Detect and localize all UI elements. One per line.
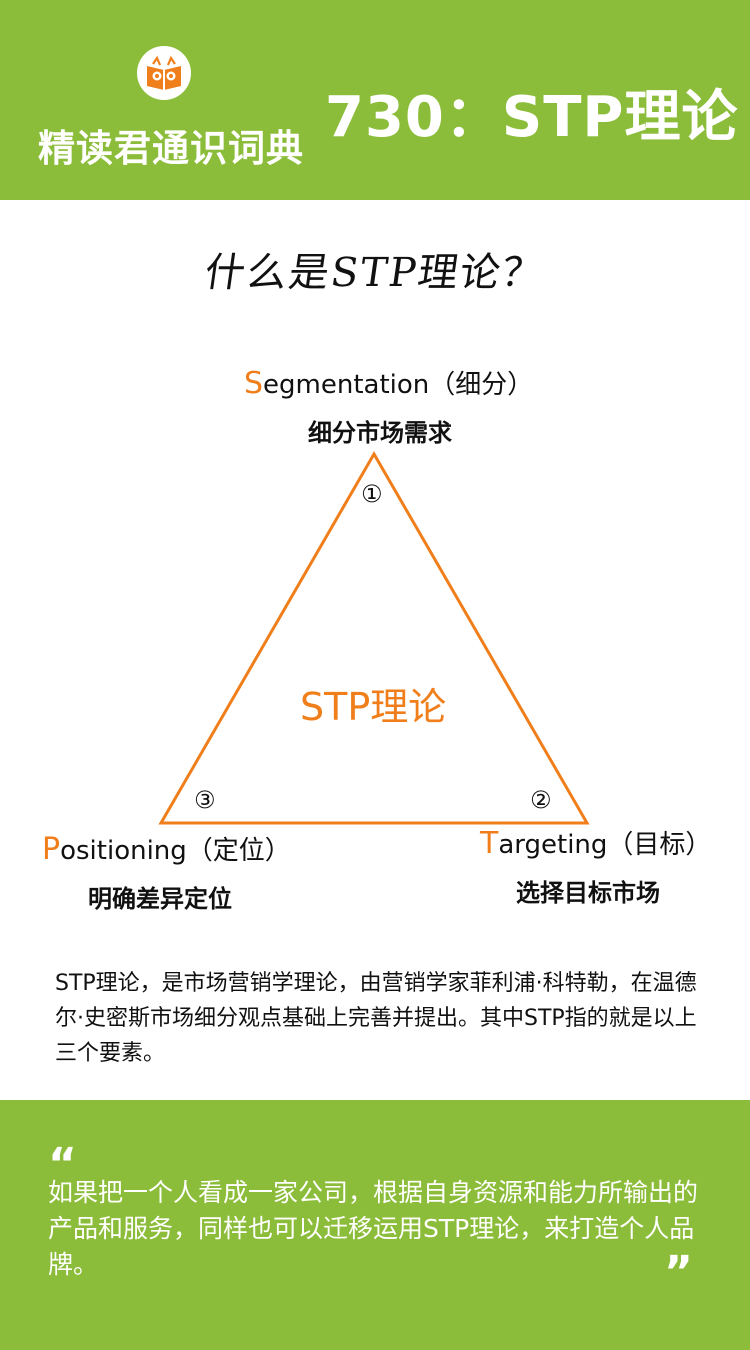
footer-quote-banner bbox=[0, 1100, 750, 1350]
segmentation-label: Segmentation（细分） bbox=[244, 366, 534, 401]
description-text: STP理论，是市场营销学理论，由营销学家菲利浦·科特勒，在温德尔·史密斯市场细分… bbox=[55, 971, 697, 1066]
step-number-2: ② bbox=[530, 786, 552, 814]
owl-book-logo-icon bbox=[137, 46, 191, 100]
step-number-3: ③ bbox=[194, 786, 216, 814]
positioning-desc: 明确差异定位 bbox=[88, 885, 232, 913]
page-title: 730：STP理论 bbox=[325, 85, 739, 150]
quote-text: 如果把一个人看成一家公司，根据自身资源和能力所输出的产品和服务，同样也可以迁移运… bbox=[48, 1178, 699, 1279]
targeting-desc: 选择目标市场 bbox=[516, 879, 660, 907]
close-quote-icon: ” bbox=[664, 1247, 693, 1298]
header-banner bbox=[0, 0, 750, 200]
open-quote-icon: “ bbox=[48, 1139, 77, 1190]
positioning-label: Positioning（定位） bbox=[42, 832, 291, 867]
brand-name: 精读君通识词典 bbox=[38, 127, 304, 170]
targeting-label: Targeting（目标） bbox=[480, 826, 712, 861]
step-number-1: ① bbox=[361, 480, 383, 508]
segmentation-desc: 细分市场需求 bbox=[308, 419, 452, 447]
center-label: STP理论 bbox=[300, 685, 447, 729]
